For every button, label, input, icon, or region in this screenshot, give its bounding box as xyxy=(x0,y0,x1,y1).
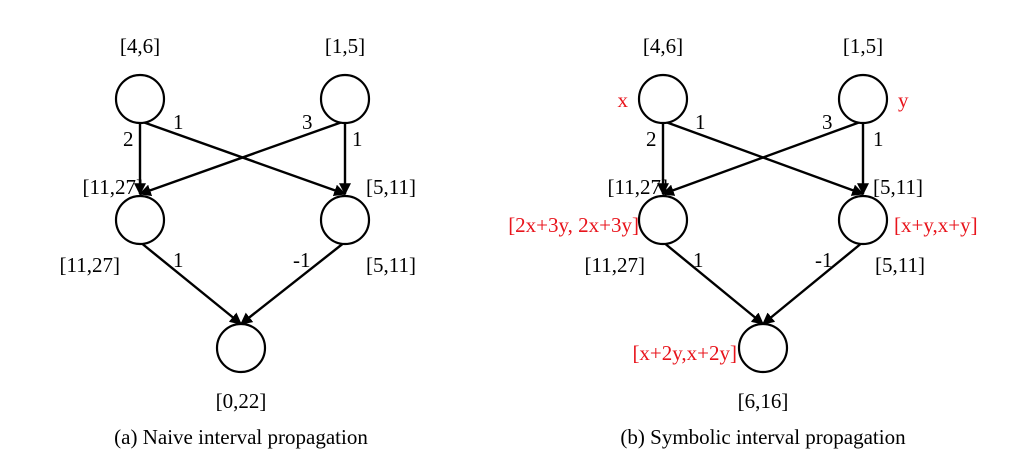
hidden-2-output-interval: [5,11] xyxy=(875,253,925,277)
input-node-2 xyxy=(837,73,889,125)
weight-h2-out: -1 xyxy=(815,248,833,272)
output-node xyxy=(215,322,267,374)
hidden-1-output-interval: [11,27] xyxy=(585,253,645,277)
weight-a2-h2: 1 xyxy=(352,127,363,151)
weight-a2-h1: 3 xyxy=(822,110,833,134)
hidden-1-symbolic: [2x+3y, 2x+3y] xyxy=(508,213,639,237)
input-2-symbol: y xyxy=(898,88,909,112)
edge-a2-h1 xyxy=(138,119,346,197)
input-1-interval: [4,6] xyxy=(643,34,683,58)
edge-h2-out xyxy=(240,241,346,325)
weight-a1-h2: 1 xyxy=(695,110,706,134)
hidden-node-1 xyxy=(637,194,689,246)
edge-h1-out xyxy=(139,241,242,325)
weight-h1-out: 1 xyxy=(173,248,184,272)
weight-a2-h1: 3 xyxy=(302,110,313,134)
output-symbolic: [x+2y,x+2y] xyxy=(632,341,737,365)
input-node-2 xyxy=(319,73,371,125)
input-2-interval: [1,5] xyxy=(843,34,883,58)
output-node xyxy=(737,322,789,374)
caption-naive: (a) Naive interval propagation xyxy=(114,425,368,449)
panel-naive: [4,6] [1,5] [11,27] [5,11] [11,27] [5,11… xyxy=(60,34,416,449)
caption-symbolic: (b) Symbolic interval propagation xyxy=(620,425,906,449)
weight-h2-out: -1 xyxy=(293,248,311,272)
edge-h2-out xyxy=(762,241,864,325)
hidden-2-input-interval: [5,11] xyxy=(873,175,923,199)
hidden-node-1 xyxy=(114,194,166,246)
edge-h1-out xyxy=(662,241,764,325)
weight-a1-h2: 1 xyxy=(173,110,184,134)
hidden-node-2 xyxy=(837,194,889,246)
input-node-1 xyxy=(114,73,166,125)
weight-a1-h1: 2 xyxy=(646,127,657,151)
hidden-node-2 xyxy=(319,194,371,246)
input-node-1 xyxy=(637,73,689,125)
output-interval: [0,22] xyxy=(216,389,267,413)
hidden-1-output-interval: [11,27] xyxy=(60,253,120,277)
weight-h1-out: 1 xyxy=(693,248,704,272)
hidden-1-input-interval: [11,27] xyxy=(608,175,668,199)
input-1-symbol: x xyxy=(618,88,629,112)
output-interval: [6,16] xyxy=(738,389,789,413)
edge-a2-h1 xyxy=(661,119,864,196)
panel-symbolic: [4,6] [1,5] [11,27] [5,11] [11,27] [5,11… xyxy=(508,34,977,449)
hidden-2-input-interval: [5,11] xyxy=(366,175,416,199)
input-1-interval: [4,6] xyxy=(120,34,160,58)
hidden-2-symbolic: [x+y,x+y] xyxy=(894,213,978,237)
hidden-1-input-interval: [11,27] xyxy=(83,175,143,199)
input-2-interval: [1,5] xyxy=(325,34,365,58)
weight-a2-h2: 1 xyxy=(873,127,884,151)
weight-a1-h1: 2 xyxy=(123,127,134,151)
hidden-2-output-interval: [5,11] xyxy=(366,253,416,277)
